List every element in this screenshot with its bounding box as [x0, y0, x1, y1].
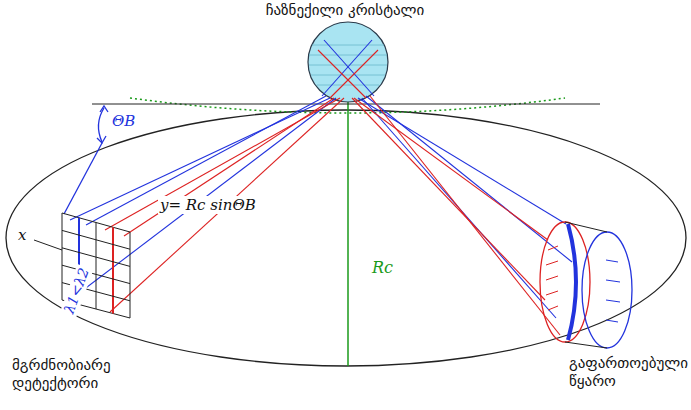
source-rays — [352, 96, 572, 335]
crystal-sphere-part — [308, 22, 388, 102]
rowland-ellipse — [6, 110, 686, 366]
detector-grid-part — [62, 230, 130, 249]
radius-label: Rc — [372, 258, 393, 277]
x-axis-line — [34, 240, 62, 250]
extended-source-part — [568, 224, 576, 340]
crystal-sphere-part — [317, 85, 379, 86]
axis-label: x — [18, 226, 26, 244]
wavelength-label: λ1<λ2 — [60, 264, 93, 318]
tangent-line-part — [92, 104, 600, 105]
extended-source-part — [606, 300, 620, 302]
bragg-angle-arc-part — [64, 143, 102, 214]
radius-line-part — [347, 62, 349, 366]
radius-line — [348, 62, 349, 366]
rowland-ellipse-part — [6, 110, 686, 366]
crystal-sphere — [308, 22, 388, 102]
angle-label: ΘB — [112, 112, 135, 130]
extended-source-part — [565, 222, 607, 232]
crystal-rays-part — [322, 40, 372, 96]
extended-source-part — [548, 246, 558, 250]
detector-rays-part — [86, 96, 326, 225]
source-rays-part — [366, 96, 572, 262]
extended-source-part — [546, 291, 558, 295]
detector-rays — [70, 96, 344, 312]
bragg-angle-arc-part — [97, 136, 106, 143]
crystal-sphere-part — [309, 65, 387, 66]
extended-source-part — [548, 306, 558, 310]
detector-grid-part — [96, 223, 97, 310]
crystal-rays-part — [330, 50, 378, 98]
detector-rays-part — [110, 98, 344, 312]
detector-grid-part — [62, 248, 130, 267]
detector-rays-part — [124, 98, 334, 236]
crystal-sphere-part — [311, 75, 385, 76]
source-label: გაფართოებული წყარო — [569, 354, 687, 390]
crystal-rays-part — [324, 40, 374, 96]
bragg-angle-arc-part — [98, 108, 104, 142]
extended-source — [540, 222, 632, 348]
bragg-angle-arc-part — [100, 106, 108, 112]
extended-source-part — [582, 232, 632, 348]
extended-source-part — [606, 320, 618, 322]
bragg-angle-arc — [64, 106, 108, 214]
crystal-sphere-part — [312, 45, 384, 46]
detector-rays-part — [70, 98, 330, 220]
source-rays-part — [354, 98, 548, 240]
tangent-line — [92, 104, 600, 105]
extended-source-part — [546, 276, 558, 280]
extended-source-part — [565, 342, 607, 348]
crystal-rays — [318, 40, 378, 98]
detector-label: მგრძნობიარე დეტექტორი — [12, 356, 147, 392]
distance-formula: y= Rc sinΘB — [158, 196, 258, 214]
crystal-label: ჩაზნექილი კრისტალი — [266, 1, 425, 19]
source-rays-part — [370, 96, 560, 335]
crystal-rays-part — [318, 50, 366, 98]
crystal-sphere-part — [309, 55, 387, 56]
source-rays-part — [358, 98, 566, 224]
source-rays-part — [352, 98, 545, 300]
extended-source-part — [546, 261, 558, 265]
detector-rays-part — [70, 98, 336, 300]
x-axis-line-part — [34, 240, 62, 250]
extended-source-part — [606, 280, 620, 282]
detector-grid-part — [112, 227, 114, 313]
extended-source-part — [606, 260, 618, 262]
